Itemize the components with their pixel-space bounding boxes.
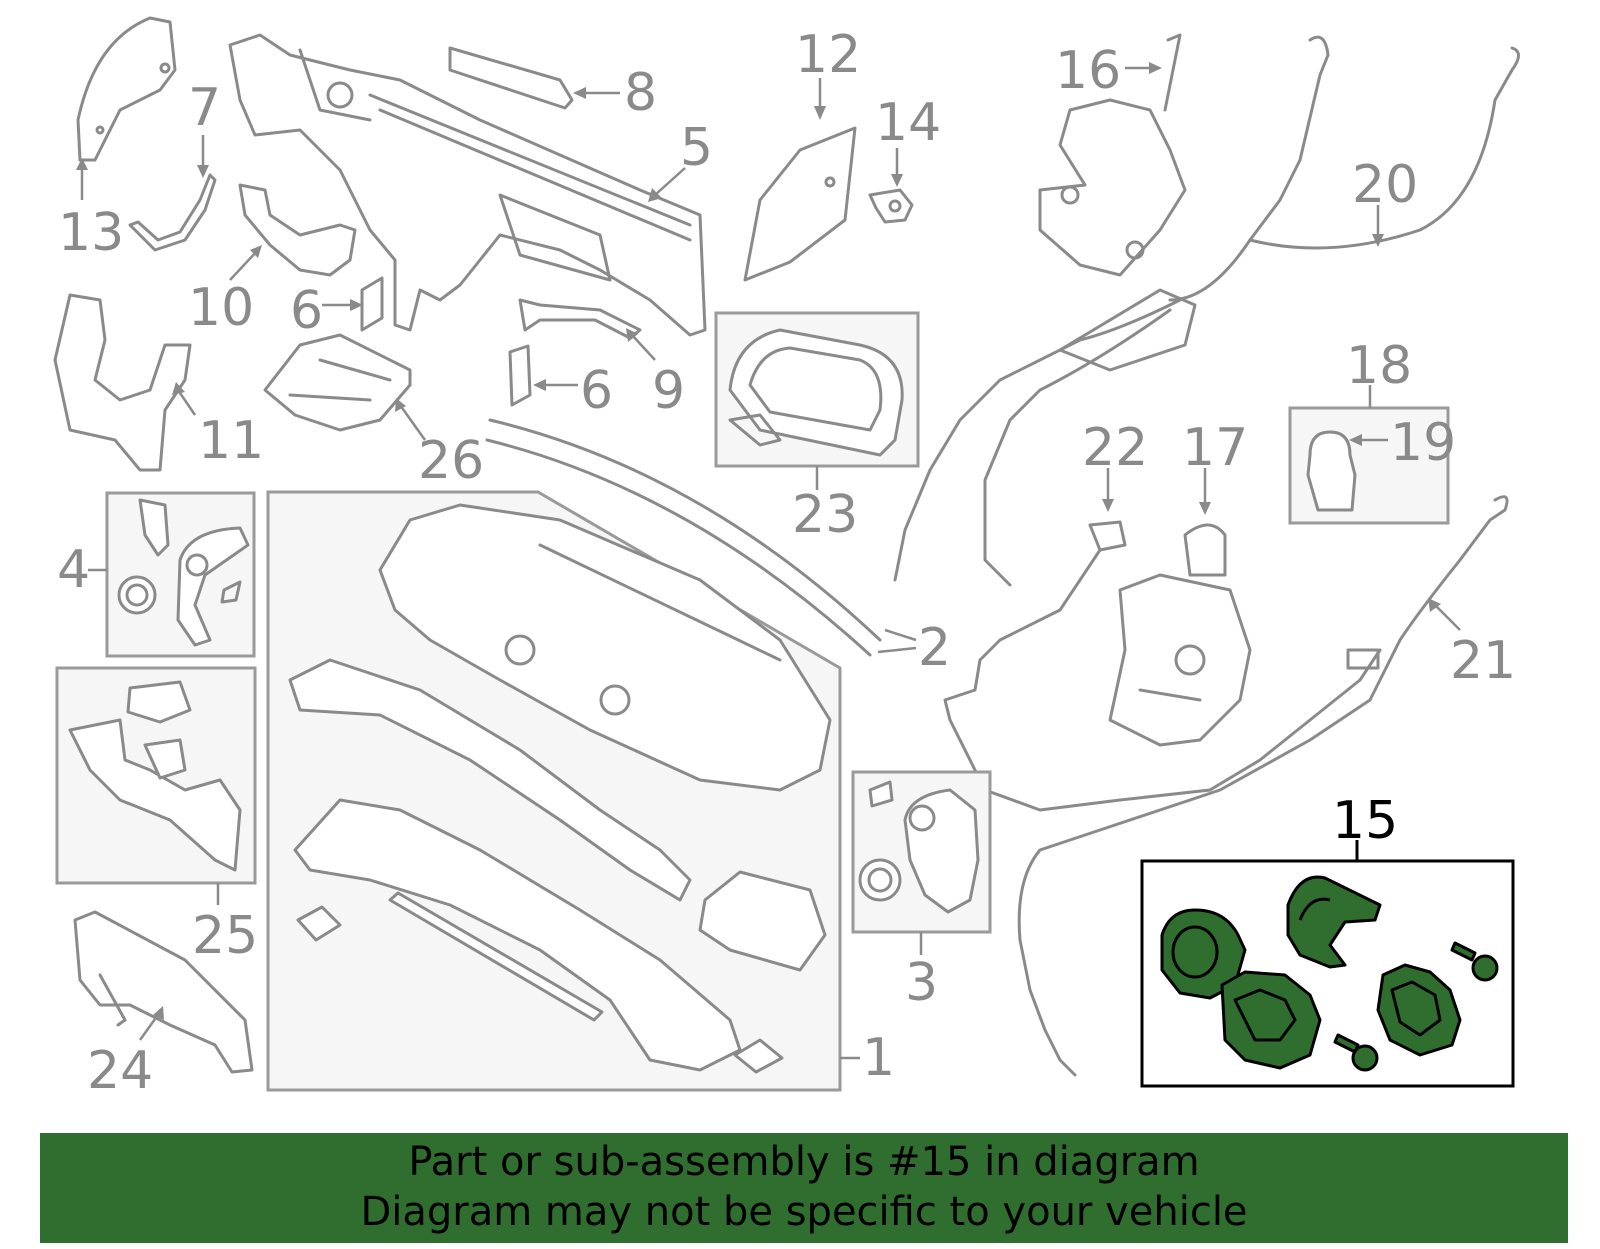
part-21 xyxy=(1017,495,1509,1077)
callout-6b: 6 xyxy=(580,361,613,421)
part-9 xyxy=(518,298,642,340)
callout-21: 21 xyxy=(1450,631,1516,691)
part-14 xyxy=(868,188,914,224)
part-25-box xyxy=(55,666,257,885)
callout-4: 4 xyxy=(57,540,90,600)
part-15-box xyxy=(1140,859,1515,1088)
callout-8: 8 xyxy=(624,63,657,123)
part-20 xyxy=(893,35,1520,587)
callout-26: 26 xyxy=(418,431,484,491)
part-23-box xyxy=(714,311,920,468)
callout-17: 17 xyxy=(1182,418,1248,478)
part-3-box xyxy=(851,770,992,934)
callout-3: 3 xyxy=(905,953,938,1013)
banner-line-2: Diagram may not be specific to your vehi… xyxy=(360,1189,1248,1235)
callout-5: 5 xyxy=(680,118,713,178)
part-6a xyxy=(360,276,384,332)
callout-13: 13 xyxy=(58,203,124,263)
callout-23: 23 xyxy=(792,485,858,545)
callout-25: 25 xyxy=(192,906,258,966)
part-4-box xyxy=(105,491,256,658)
callout-18: 18 xyxy=(1346,336,1412,396)
part-16 xyxy=(1038,33,1187,277)
part-5 xyxy=(228,33,707,337)
part-18-box xyxy=(1288,406,1450,525)
part-11 xyxy=(53,293,192,472)
callout-10: 10 xyxy=(188,278,254,338)
callout-9: 9 xyxy=(652,361,685,421)
part-17 xyxy=(1108,523,1252,747)
part-12 xyxy=(743,126,857,282)
callout-22: 22 xyxy=(1082,418,1148,478)
callout-20: 20 xyxy=(1352,155,1418,215)
callout-16: 16 xyxy=(1055,41,1121,101)
part-13 xyxy=(76,16,177,162)
part-2 xyxy=(485,418,882,657)
callout-7: 7 xyxy=(188,78,221,138)
part-24 xyxy=(73,910,254,1074)
part-1-box xyxy=(266,490,842,1092)
callout-12: 12 xyxy=(795,25,861,85)
callout-24: 24 xyxy=(87,1041,153,1101)
banner-line-1: Part or sub-assembly is #15 in diagram xyxy=(408,1139,1200,1185)
callout-11: 11 xyxy=(198,411,264,471)
callout-14: 14 xyxy=(875,93,941,153)
callout-6a: 6 xyxy=(290,281,323,341)
callout-19: 19 xyxy=(1390,413,1456,473)
callout-2: 2 xyxy=(918,618,951,678)
part-8 xyxy=(448,46,574,110)
part-10 xyxy=(238,183,357,277)
callout-15: 15 xyxy=(1332,791,1398,851)
callout-1: 1 xyxy=(862,1028,895,1088)
part-6b xyxy=(508,344,532,407)
notice-banner: Part or sub-assembly is #15 in diagram D… xyxy=(40,1133,1568,1243)
part-26 xyxy=(263,333,412,432)
part-7 xyxy=(128,173,217,252)
